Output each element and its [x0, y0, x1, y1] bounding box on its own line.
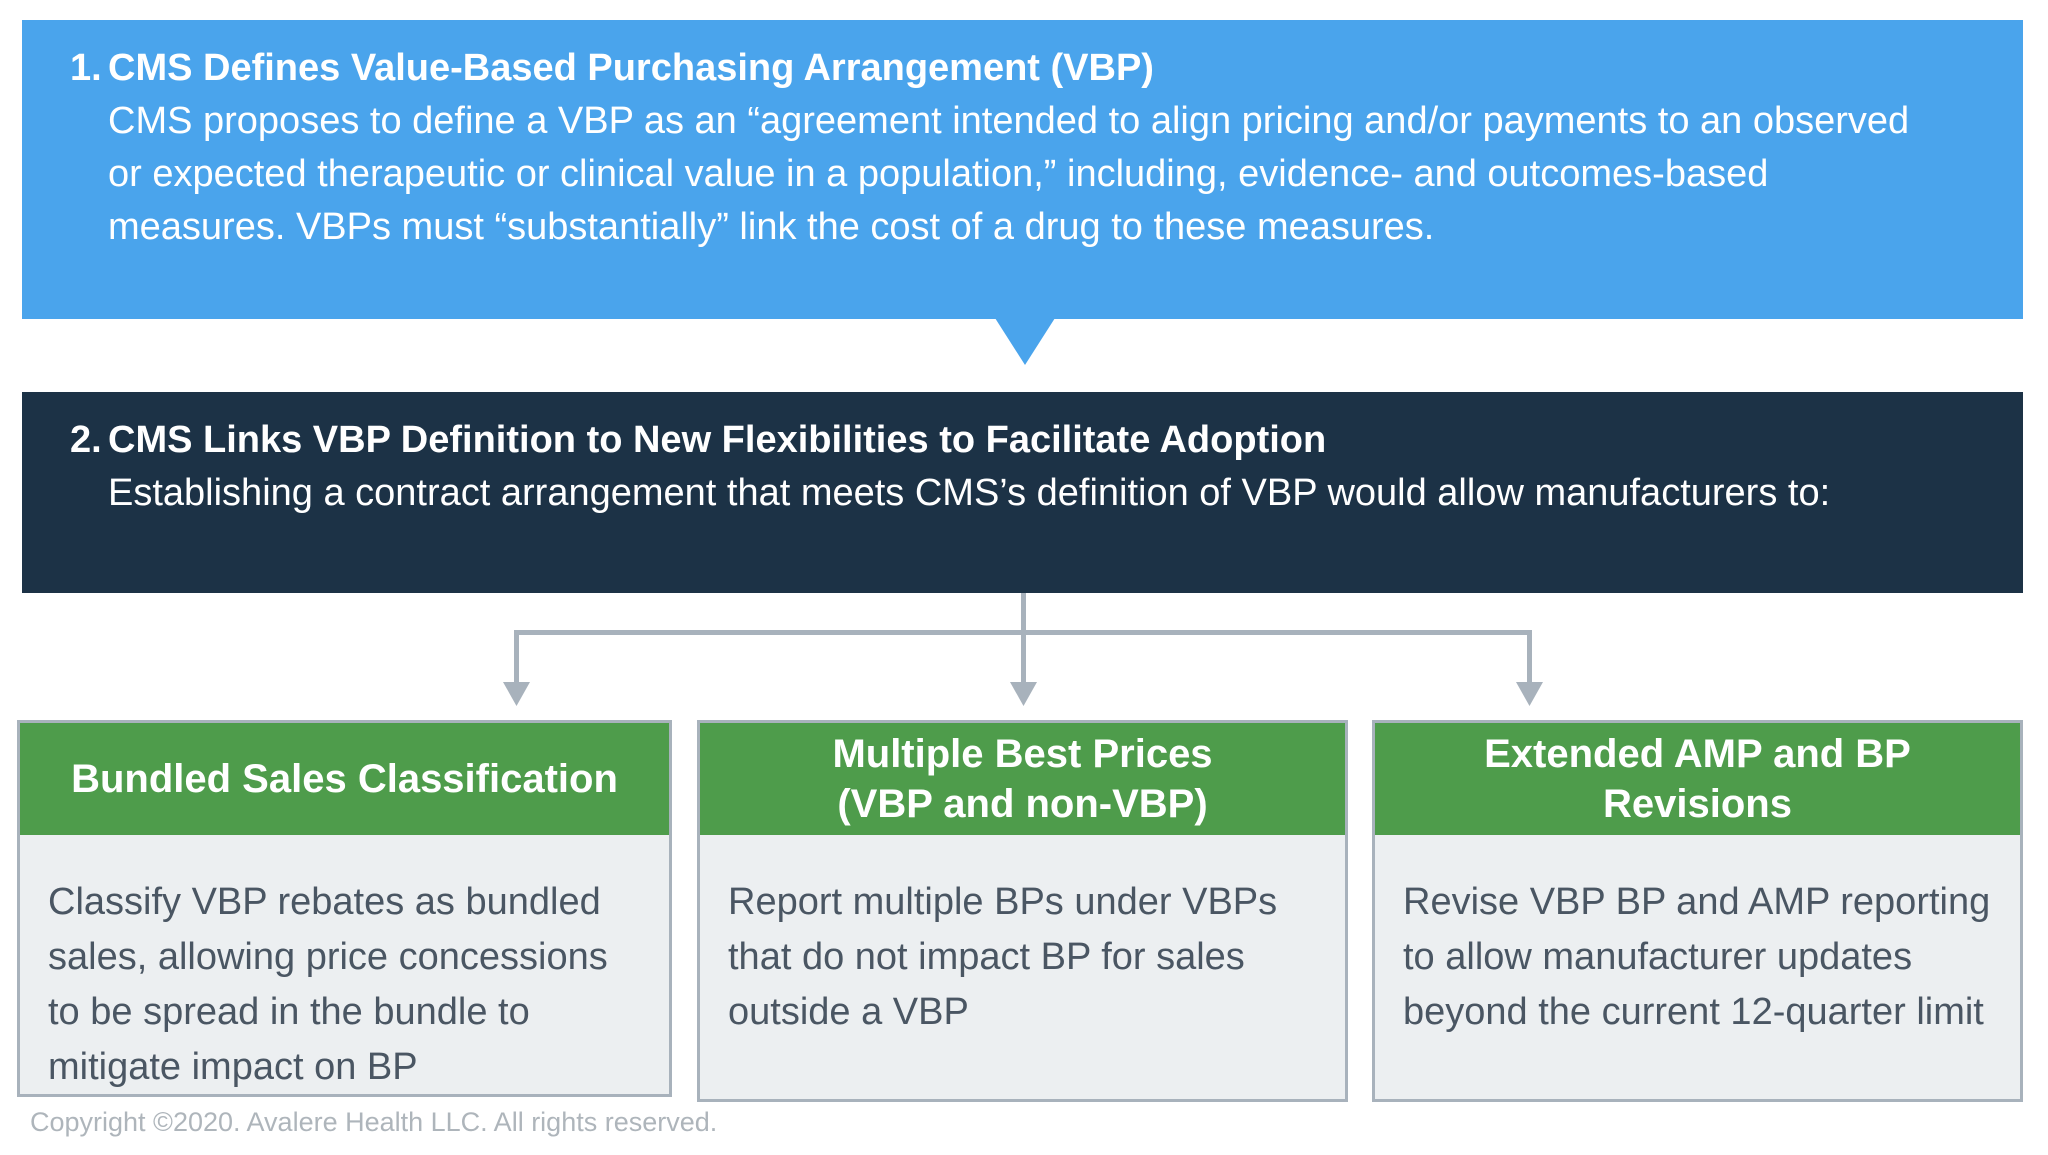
- card-bundled-sales: Bundled Sales Classification Classify VB…: [17, 720, 672, 1097]
- step2-title: CMS Links VBP Definition to New Flexibil…: [108, 419, 1327, 461]
- card-bundled-sales-title: Bundled Sales Classification: [20, 723, 669, 835]
- step2-body: Establishing a contract arrangement that…: [108, 472, 1831, 514]
- card-bundled-sales-body: Classify VBP rebates as bundled sales, a…: [48, 881, 608, 1088]
- down-triangle-icon: [995, 318, 1055, 365]
- copyright-note: Copyright ©2020. Avalere Health LLC. All…: [30, 1107, 718, 1137]
- arrow-down-icon: [503, 682, 530, 706]
- card-extended-amp-bp-title: Extended AMP and BP Revisions: [1375, 723, 2020, 835]
- card-extended-amp-bp-body: Revise VBP BP and AMP reporting to allow…: [1403, 881, 1991, 1033]
- arrow-down-icon: [1516, 682, 1543, 706]
- card-multiple-best-prices: Multiple Best Prices (VBP and non-VBP) R…: [697, 720, 1348, 1102]
- card-multiple-best-prices-title: Multiple Best Prices (VBP and non-VBP): [700, 723, 1345, 835]
- step2-banner: 2. CMS Links VBP Definition to New Flexi…: [22, 392, 2023, 593]
- step2-number: 2.: [70, 419, 102, 461]
- step1-body: CMS proposes to define a VBP as an “agre…: [108, 100, 1910, 248]
- card-multiple-best-prices-body: Report multiple BPs under VBPs that do n…: [728, 881, 1278, 1033]
- arrow-down-icon: [1010, 682, 1037, 706]
- step1-title: CMS Defines Value-Based Purchasing Arran…: [108, 47, 1154, 89]
- step1-number: 1.: [70, 47, 102, 89]
- step1-banner: 1. CMS Defines Value-Based Purchasing Ar…: [22, 20, 2023, 319]
- card-extended-amp-bp: Extended AMP and BP Revisions Revise VBP…: [1372, 720, 2023, 1102]
